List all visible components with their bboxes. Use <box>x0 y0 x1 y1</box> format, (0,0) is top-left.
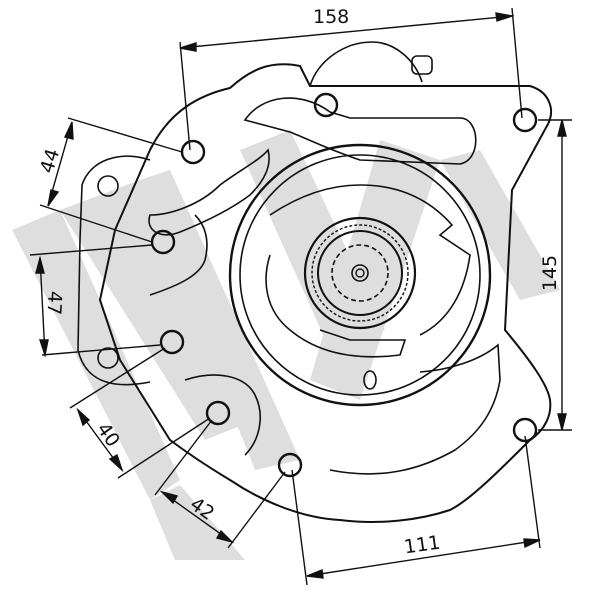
dimension-label-47: 47 <box>42 290 66 316</box>
part-outline <box>77 41 552 523</box>
dimension-lines <box>29 7 572 586</box>
dimension-label-145: 145 <box>539 254 562 292</box>
dimension-label-158: 158 <box>313 6 350 28</box>
watermark-logo <box>12 130 560 560</box>
